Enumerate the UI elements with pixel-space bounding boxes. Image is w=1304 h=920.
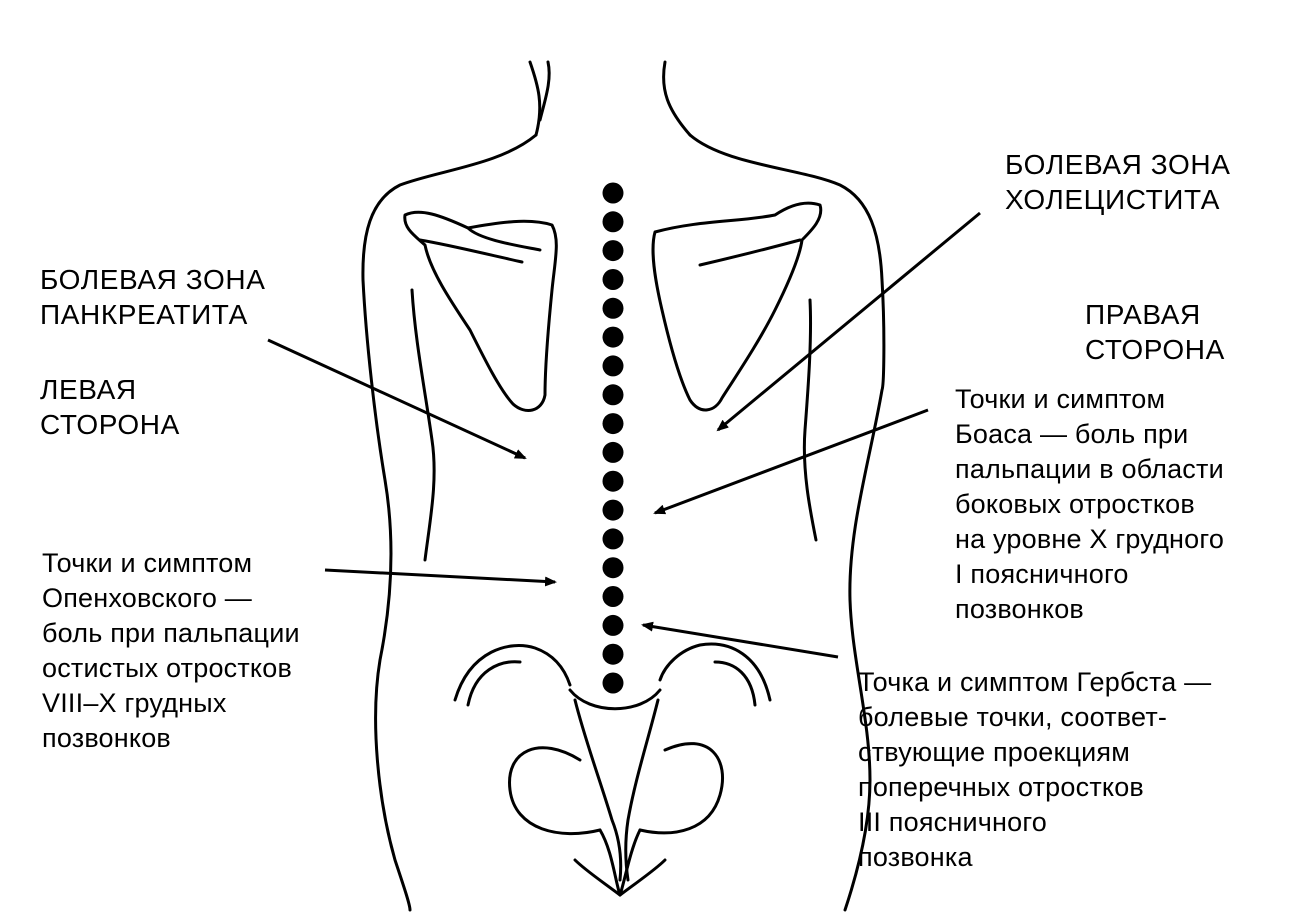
arrow-boas bbox=[653, 408, 929, 515]
vertebra-dot bbox=[602, 470, 624, 492]
gluteal-right-fold bbox=[618, 858, 667, 897]
arrow-cholecystitis bbox=[716, 211, 981, 432]
herbst-symptom-label: Точка и симптом Гербста — болевые точки,… bbox=[858, 667, 1212, 872]
vertebra-dot bbox=[602, 297, 624, 319]
right-iliac-inner bbox=[713, 660, 757, 707]
vertebra-dot bbox=[602, 413, 624, 435]
vertebra-dot bbox=[602, 326, 624, 348]
arrow-herbst bbox=[641, 621, 839, 659]
arrow-pancreatitis bbox=[267, 338, 527, 460]
gluteal-left-fold bbox=[573, 858, 622, 897]
right-buttock bbox=[638, 742, 725, 835]
vertebra-dot bbox=[602, 557, 624, 579]
left-buttock bbox=[508, 746, 602, 836]
neck-right-outline bbox=[662, 60, 692, 137]
right-scapula-ridge bbox=[698, 238, 802, 267]
vertebra-dot bbox=[602, 643, 624, 665]
vertebra-dot bbox=[602, 614, 624, 636]
left-iliac-crest bbox=[453, 644, 572, 702]
vertebra-dot bbox=[602, 211, 624, 233]
vertebra-dot bbox=[602, 269, 624, 290]
body-right-outline bbox=[688, 133, 886, 912]
cholecystitis-pain-zone-label: БОЛЕВАЯ ЗОНА ХОЛЕЦИСТИТА bbox=[1005, 149, 1231, 215]
left-iliac-inner bbox=[466, 660, 522, 707]
right-side-label: ПРАВАЯ СТОРОНА bbox=[1085, 299, 1225, 365]
neck-left-inner bbox=[538, 60, 551, 122]
vertebra-dot bbox=[602, 240, 624, 262]
right-scapula bbox=[651, 201, 823, 412]
torso-left-inner-line bbox=[410, 288, 436, 562]
arrow-openkhovsky bbox=[324, 568, 557, 587]
vertebra-dot bbox=[602, 586, 624, 607]
left-side-label: ЛЕВАЯ СТОРОНА bbox=[40, 374, 180, 440]
sacrum-top bbox=[568, 688, 662, 711]
vertebra-dot bbox=[602, 499, 624, 521]
vertebra-dot bbox=[602, 672, 624, 694]
pancreatitis-pain-zone-label: БОЛЕВАЯ ЗОНА ПАНКРЕАТИТА bbox=[40, 264, 266, 330]
left-scapula bbox=[403, 210, 558, 412]
body-left-outline bbox=[361, 133, 538, 912]
sacrum-right-edge bbox=[624, 698, 660, 882]
left-scapula-ridge bbox=[418, 238, 524, 264]
vertebra-dot bbox=[602, 384, 624, 406]
neck-left-outline bbox=[528, 60, 542, 137]
left-scapula-inner bbox=[466, 226, 542, 252]
right-iliac-crest bbox=[658, 642, 772, 702]
vertebra-dot bbox=[602, 355, 624, 377]
vertebra-dot bbox=[602, 528, 624, 550]
openkhovsky-symptom-label: Точки и симптом Опенховского — боль при … bbox=[42, 548, 300, 753]
torso-right-inner-line bbox=[802, 298, 818, 542]
vertebra-dot bbox=[602, 182, 624, 204]
boas-symptom-label: Точки и симптом Боаса — боль при пальпац… bbox=[955, 384, 1225, 624]
sacrum-left-edge bbox=[573, 698, 623, 882]
vertebra-dot bbox=[602, 441, 624, 463]
spinal-column-dots bbox=[602, 182, 624, 694]
